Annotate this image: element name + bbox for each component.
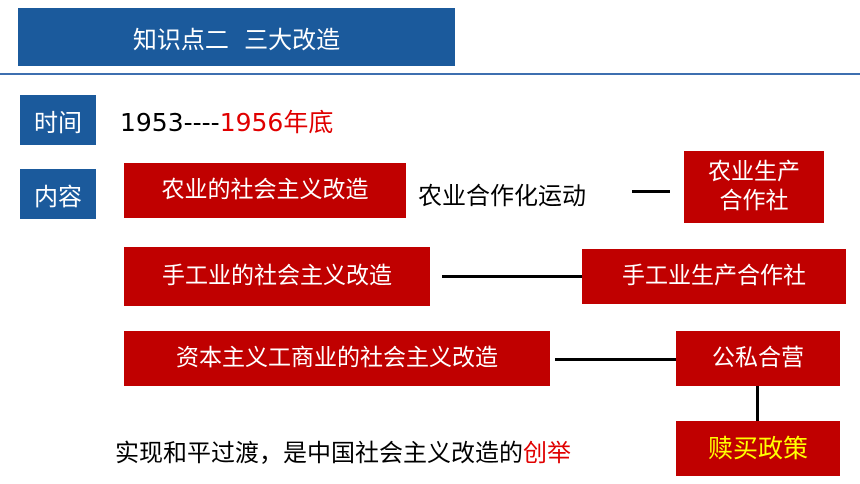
- capitalist-reform-box: 资本主义工商业的社会主义改造: [124, 331, 550, 386]
- handicraft-coop-box: 手工业生产合作社: [582, 249, 846, 304]
- content-label: 内容: [20, 169, 96, 219]
- agriculture-movement: 农业合作化运动: [418, 176, 586, 211]
- agriculture-coop-line2: 合作社: [719, 188, 789, 214]
- page-title-text: 知识点二 三大改造: [132, 25, 341, 54]
- capitalist-reform-text: 资本主义工商业的社会主义改造: [176, 345, 498, 372]
- capitalist-connector: [555, 358, 677, 361]
- agriculture-movement-text: 农业合作化运动: [418, 182, 586, 210]
- time-start: 1953----: [120, 108, 220, 137]
- time-range: 1953----1956年底: [120, 103, 333, 139]
- agriculture-coop-line1: 农业生产: [708, 159, 800, 186]
- content-label-text: 内容: [34, 182, 82, 211]
- agriculture-reform-box: 农业的社会主义改造: [124, 163, 406, 218]
- handicraft-reform-text: 手工业的社会主义改造: [162, 263, 392, 290]
- vertical-connector: [756, 386, 759, 422]
- agriculture-coop-box: 农业生产 合作社: [684, 151, 824, 223]
- handicraft-reform-box: 手工业的社会主义改造: [124, 247, 430, 306]
- conclusion-highlight: 创举: [523, 439, 571, 467]
- agriculture-connector: [632, 190, 670, 193]
- redemption-policy-box: 赎买政策: [676, 421, 840, 476]
- handicraft-connector: [442, 275, 582, 278]
- time-end: 1956年底: [219, 108, 334, 137]
- title-divider: [0, 73, 860, 75]
- time-label-text: 时间: [34, 108, 82, 137]
- agriculture-reform-text: 农业的社会主义改造: [161, 177, 369, 204]
- conclusion-text: 实现和平过渡，是中国社会主义改造的: [115, 439, 523, 467]
- handicraft-coop-text: 手工业生产合作社: [622, 263, 806, 290]
- conclusion: 实现和平过渡，是中国社会主义改造的创举: [115, 433, 571, 468]
- time-label: 时间: [20, 95, 96, 145]
- joint-venture-text: 公私合营: [712, 345, 804, 372]
- redemption-policy-text: 赎买政策: [707, 433, 808, 463]
- page-title: 知识点二 三大改造: [18, 8, 455, 66]
- joint-venture-box: 公私合营: [676, 331, 840, 386]
